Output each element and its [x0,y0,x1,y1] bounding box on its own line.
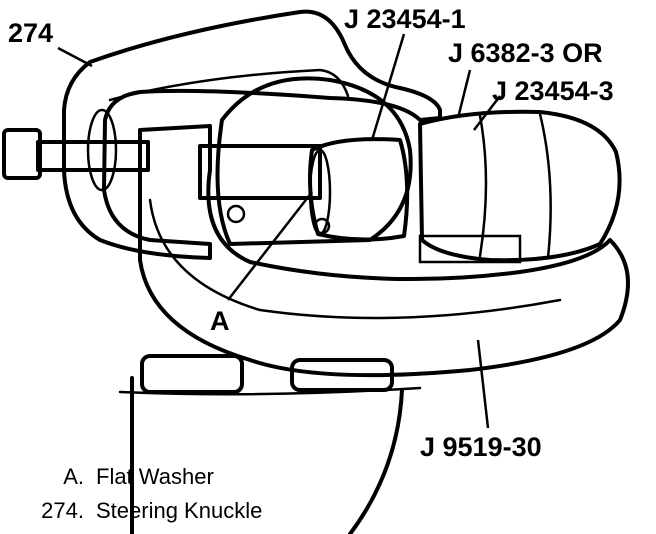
callout-a: A [210,306,230,336]
leader-lines [57,33,501,429]
legend-text-a: Flat Washer [96,464,214,489]
legend-key-a: A. [63,464,84,489]
c-clamp-frame [138,124,630,378]
callout-274: 274 [8,18,53,48]
legend-text-274: Steering Knuckle [96,498,262,523]
callout-j23454-3: J 23454-3 [492,76,614,106]
legend-key-274: 274. [41,498,84,523]
vise-base [118,354,422,534]
callout-j23454-1: J 23454-1 [344,4,466,34]
callout-j9519-30: J 9519-30 [420,432,542,462]
callout-j6382-3: J 6382-3 OR [448,38,603,68]
steering-knuckle [62,9,442,260]
forcing-screw [2,128,150,180]
adapter-j23454-1 [308,137,410,242]
receiver-cup [418,109,622,264]
screw-shaft [198,144,322,200]
legend: A. Flat Washer 274. Steering Knuckle [41,464,262,523]
